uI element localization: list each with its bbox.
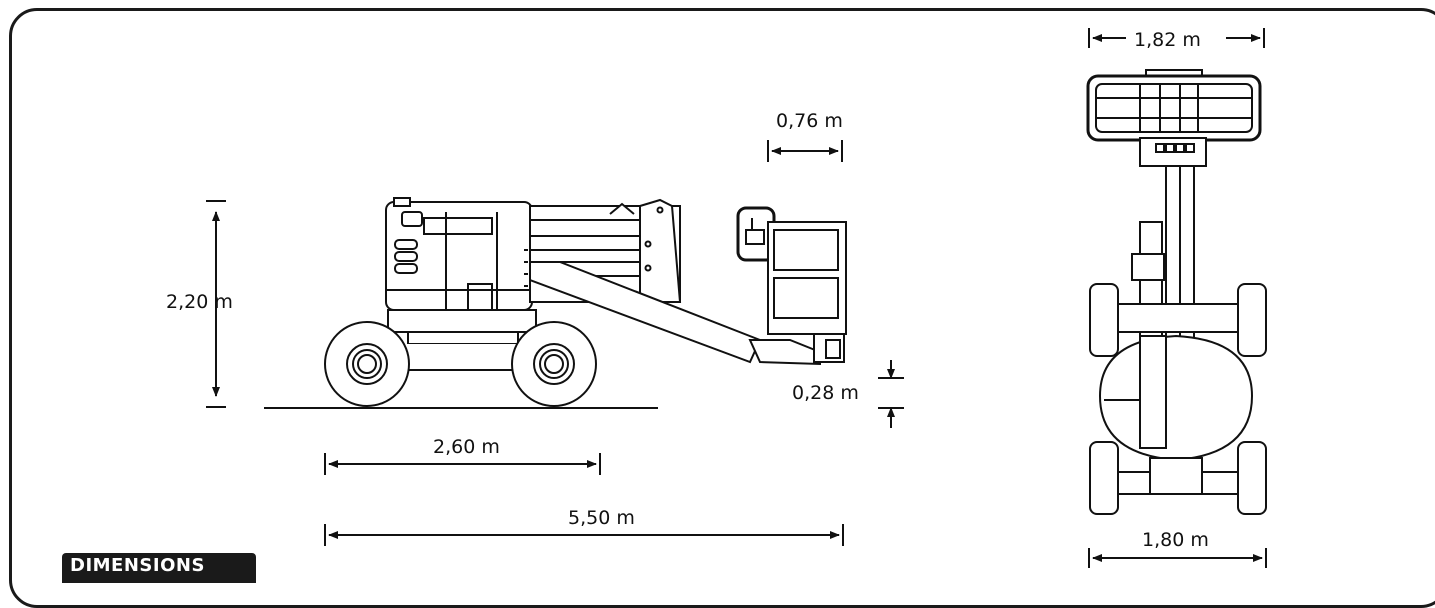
top-dimensions: [1088, 28, 1267, 568]
technical-drawing: 2,20 m 0,76 m 0,28 m 2,60 m 5,50 m 1,82 …: [166, 28, 1267, 568]
front-wheel: [324, 321, 410, 407]
top-view: [1086, 69, 1267, 515]
rear-wheel: [511, 321, 597, 407]
section-tab: DIMENSIONS: [62, 553, 256, 583]
overall-width-label: 1,80 m: [1142, 529, 1209, 551]
side-view: [264, 197, 847, 409]
jib-arm: [529, 261, 821, 366]
chassis: [385, 197, 537, 371]
top-chassis: [1098, 303, 1254, 495]
wheelbase-label: 2,60 m: [433, 436, 500, 458]
section-tab-label: DIMENSIONS: [70, 555, 205, 576]
height-label: 2,20 m: [166, 291, 233, 313]
basket-depth-label: 0,76 m: [776, 110, 843, 132]
ground-clearance-label: 0,28 m: [792, 382, 859, 404]
top-wheels: [1089, 283, 1267, 515]
side-dimensions: [206, 140, 904, 546]
basket: [736, 206, 847, 363]
overall-length-label: 5,50 m: [568, 507, 635, 529]
basket-width-label: 1,82 m: [1134, 29, 1201, 51]
top-basket: [1086, 69, 1262, 167]
